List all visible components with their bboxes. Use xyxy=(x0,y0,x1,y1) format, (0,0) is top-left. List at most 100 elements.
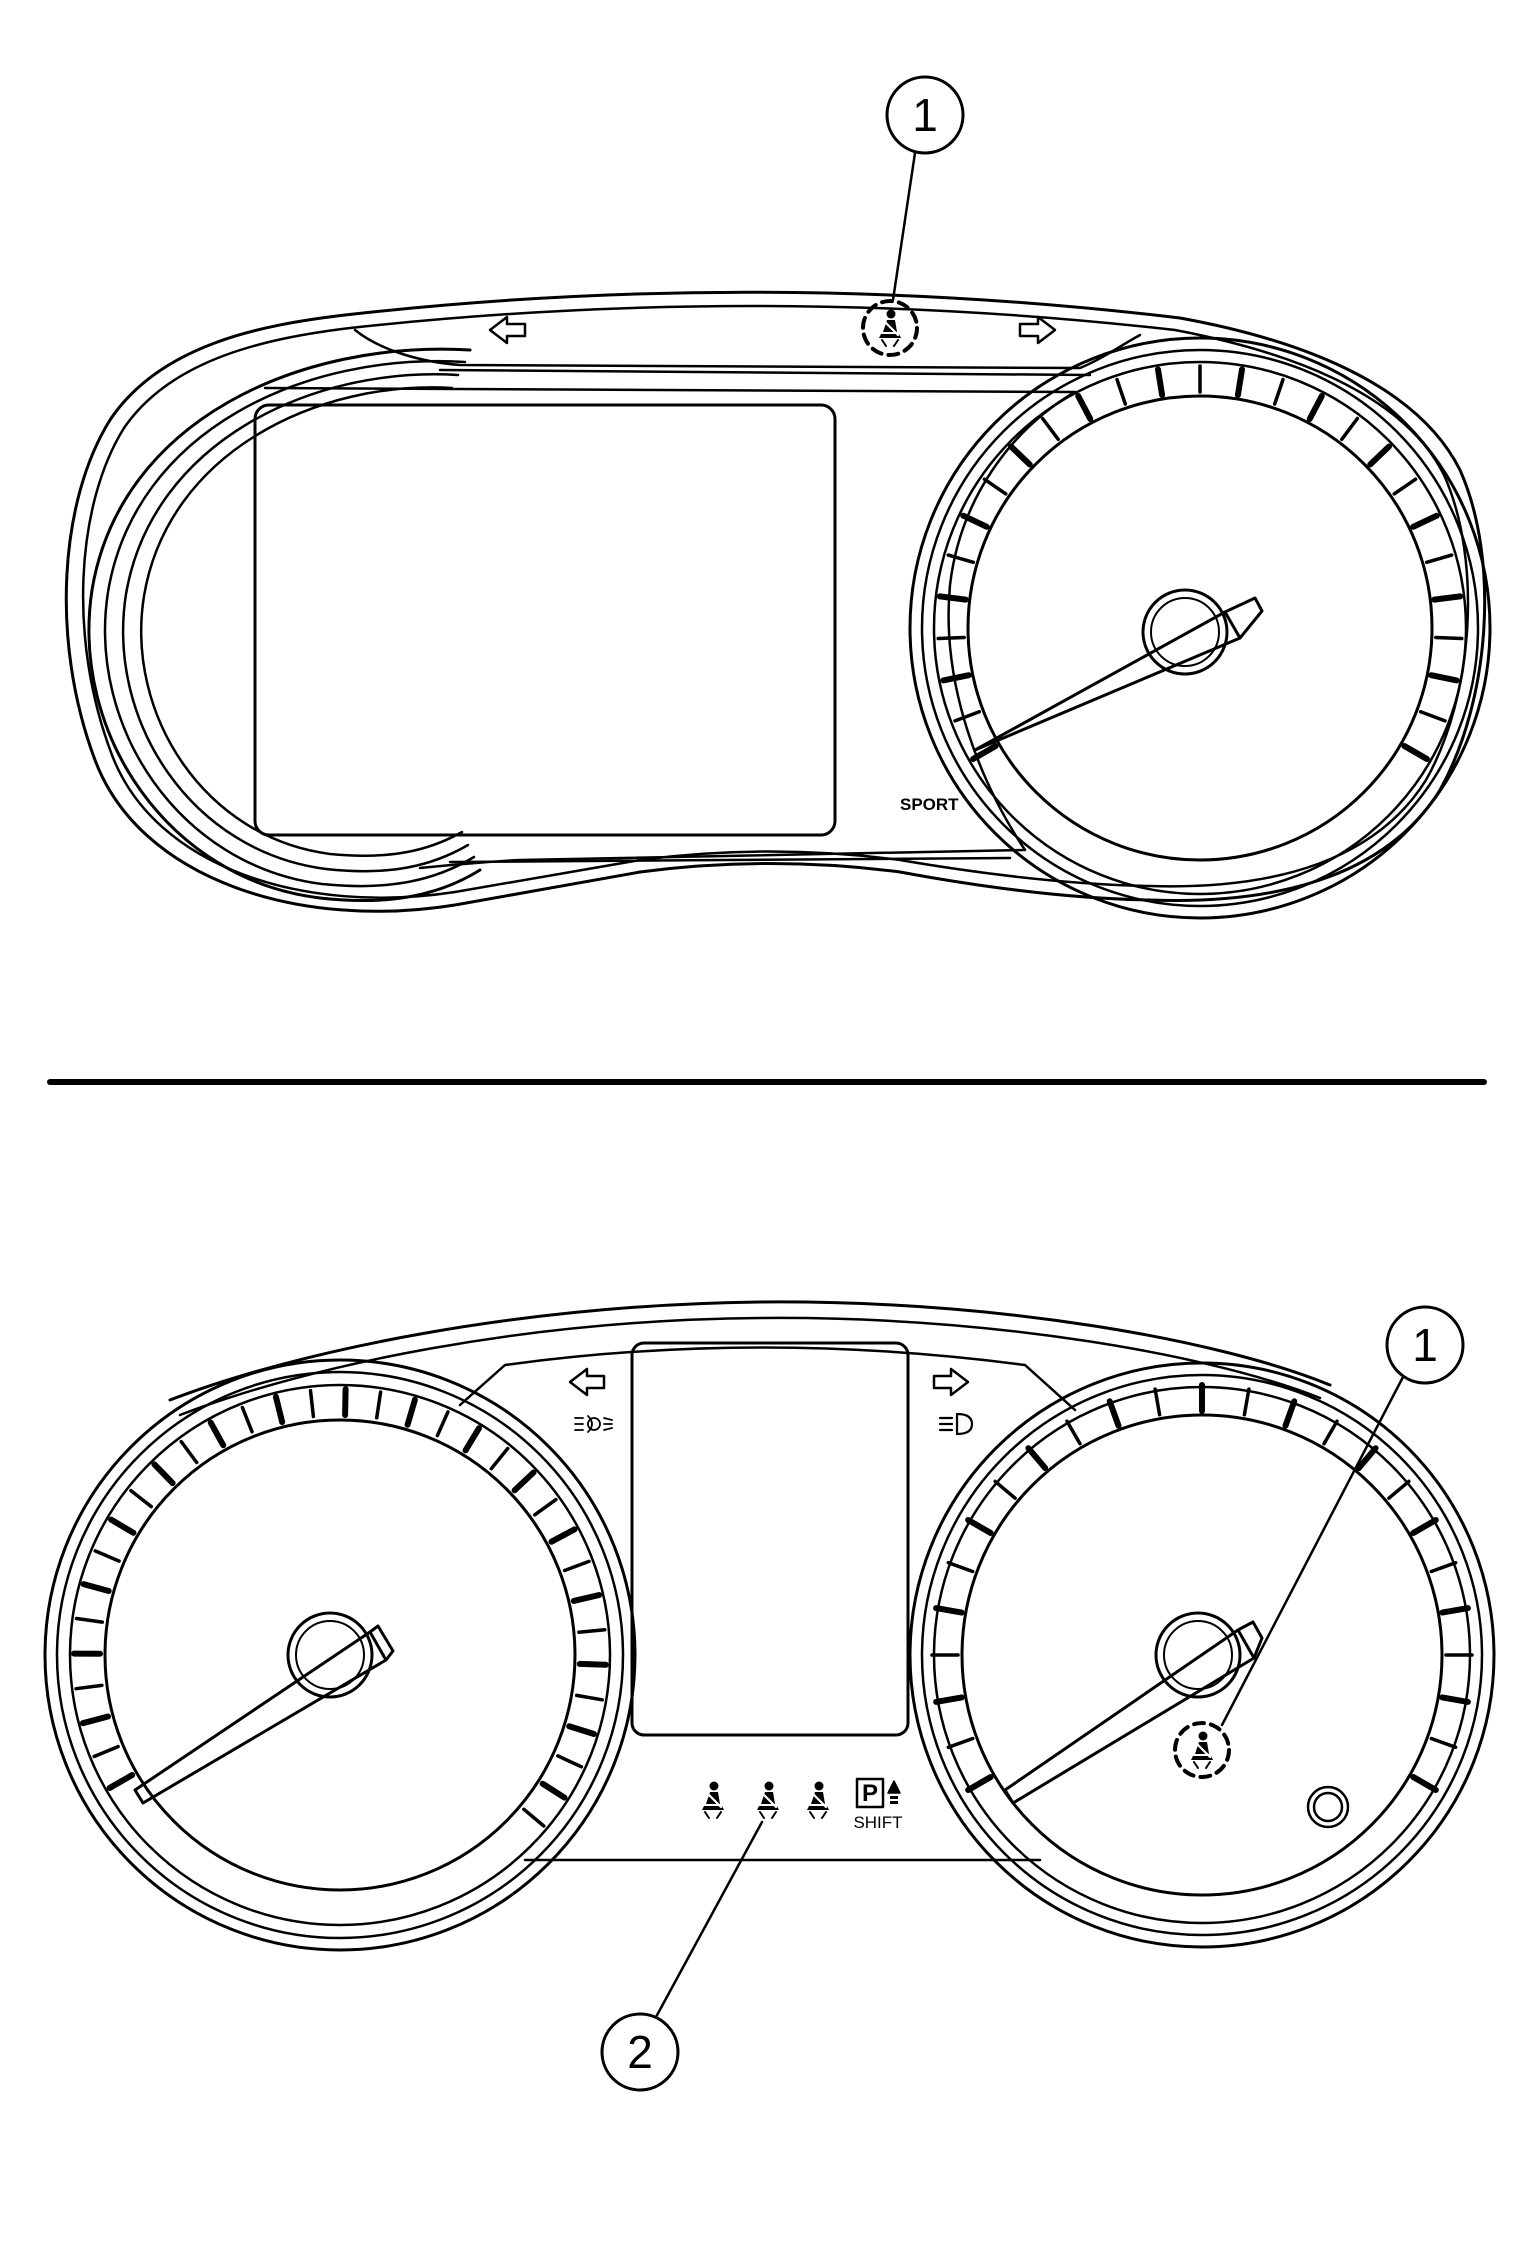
seatbelt-warning-icon xyxy=(879,310,901,347)
left-gauge-tick xyxy=(83,1717,108,1724)
left-gauge-tick xyxy=(552,1529,575,1541)
left-gauge-tick xyxy=(524,1809,544,1826)
bottom-callout-1-number: 1 xyxy=(1412,1319,1438,1371)
left-gauge-ring-2 xyxy=(57,1372,623,1938)
top-gauge-tick xyxy=(1310,396,1322,419)
right-gauge-tick xyxy=(1028,1448,1045,1468)
top-gauge-tick xyxy=(940,596,966,599)
fog-light-icon xyxy=(575,1416,612,1432)
right-gauge-tick xyxy=(1067,1421,1080,1444)
left-gauge-tick xyxy=(345,1389,346,1415)
right-gauge-tick xyxy=(1286,1401,1295,1425)
left-gauge-tick xyxy=(76,1685,102,1688)
left-gauge-tick xyxy=(77,1619,103,1623)
left-gauge-ticks xyxy=(74,1389,606,1826)
top-gauge-tick xyxy=(1404,746,1427,759)
bottom-center-plate xyxy=(460,1348,1075,1411)
left-gauge-tick xyxy=(94,1747,118,1757)
left-gauge-tick xyxy=(276,1397,282,1422)
bottom-callout-1-leader xyxy=(1222,1377,1403,1725)
left-gauge-tick xyxy=(558,1756,582,1767)
top-gauge-tick xyxy=(1434,596,1460,599)
top-gauge-tick xyxy=(1117,380,1125,405)
left-gauge-tick xyxy=(543,1784,565,1798)
left-gauge-tick xyxy=(311,1391,314,1417)
top-gauge-tick xyxy=(943,675,969,680)
right-gauge-ticks xyxy=(932,1385,1472,1790)
top-gauge-tick xyxy=(938,638,964,639)
left-gauge-face xyxy=(105,1420,575,1890)
top-gauge-hub-inner xyxy=(1151,598,1219,666)
right-gauge-tick xyxy=(968,1777,991,1790)
left-gauge-tick xyxy=(466,1428,480,1450)
top-gauge-tick xyxy=(1431,675,1457,680)
shift-label: SHIFT xyxy=(853,1813,902,1832)
top-left-ring-2 xyxy=(105,361,474,886)
right-gauge-tick xyxy=(1413,1777,1436,1790)
left-gauge-tick xyxy=(577,1695,603,1699)
right-gauge-tick xyxy=(948,1563,972,1572)
top-housing-inner xyxy=(83,306,1468,898)
top-gauge-tick xyxy=(948,555,973,562)
top-left-ring-4 xyxy=(141,387,462,855)
svg-text:P: P xyxy=(862,1780,878,1807)
top-left-ring-outer xyxy=(89,349,480,900)
right-gauge-tick xyxy=(936,1608,962,1613)
top-gauge-tick xyxy=(984,479,1005,494)
left-gauge-tick xyxy=(211,1423,224,1446)
top-callout-1-leader xyxy=(893,153,915,300)
right-gauge-tick xyxy=(968,1520,991,1533)
left-gauge-tick xyxy=(580,1664,606,1665)
right-gauge-hub xyxy=(1156,1613,1240,1697)
top-gauge-tick xyxy=(955,712,979,721)
left-gauge-hub xyxy=(288,1613,372,1697)
right-turn-arrow-icon xyxy=(1020,317,1055,343)
right-gauge-needle xyxy=(1005,1622,1262,1803)
top-gauge-tick xyxy=(1436,638,1462,639)
top-gauge-ring-outer xyxy=(910,338,1490,918)
left-gauge-tick xyxy=(515,1473,534,1491)
left-gauge-tick xyxy=(408,1400,415,1425)
right-gauge-tick xyxy=(1431,1563,1455,1572)
top-gauge-tick xyxy=(1078,396,1090,419)
left-gauge-tick xyxy=(111,1520,133,1533)
left-gauge-tick xyxy=(181,1442,197,1463)
top-gauge-tick xyxy=(1394,479,1415,494)
bottom-display-screen xyxy=(632,1343,908,1735)
right-gauge-tick xyxy=(948,1739,972,1748)
bottom-cluster: P SHIFT 1 2 xyxy=(45,1302,1494,2090)
left-gauge-tick xyxy=(535,1500,556,1515)
top-gauge-tick xyxy=(1342,419,1358,440)
right-turn-arrow-icon xyxy=(934,1369,968,1395)
high-beam-icon xyxy=(940,1414,972,1434)
top-gauge-face xyxy=(968,396,1432,860)
right-gauge-tick xyxy=(1324,1421,1337,1444)
left-gauge-tick xyxy=(154,1464,172,1483)
top-upper-bar-inner xyxy=(440,370,1090,375)
left-gauge-tick xyxy=(491,1449,507,1469)
top-gauge-tick xyxy=(1421,712,1445,721)
seatbelt-warning-icon xyxy=(1191,1732,1213,1769)
top-cluster: SPORT 1 xyxy=(66,77,1490,918)
seatbelt-icon-left xyxy=(702,1782,724,1819)
top-gauge-ring-2 xyxy=(922,350,1478,906)
top-gauge-tick xyxy=(1043,419,1059,440)
left-gauge-tick xyxy=(131,1491,151,1507)
left-gauge-tick xyxy=(242,1408,252,1432)
top-gauge-tick xyxy=(1370,447,1389,465)
top-housing-outer xyxy=(66,292,1484,911)
seatbelt-row-icons xyxy=(702,1782,829,1819)
seatbelt-icon-right xyxy=(807,1782,829,1819)
right-gauge-tick xyxy=(1413,1520,1436,1533)
top-gauge-tick xyxy=(1158,369,1162,395)
callout-2-number: 2 xyxy=(627,2026,653,2078)
right-gauge-tick xyxy=(1244,1389,1249,1415)
left-gauge-tick xyxy=(574,1595,599,1601)
right-gauge-tick xyxy=(1155,1389,1160,1415)
left-gauge-ring-3 xyxy=(70,1385,610,1925)
right-gauge-tick xyxy=(1389,1481,1409,1498)
left-gauge-tick xyxy=(377,1392,381,1418)
left-turn-arrow-icon xyxy=(490,317,525,343)
seatbelt-icon-center xyxy=(757,1782,779,1819)
